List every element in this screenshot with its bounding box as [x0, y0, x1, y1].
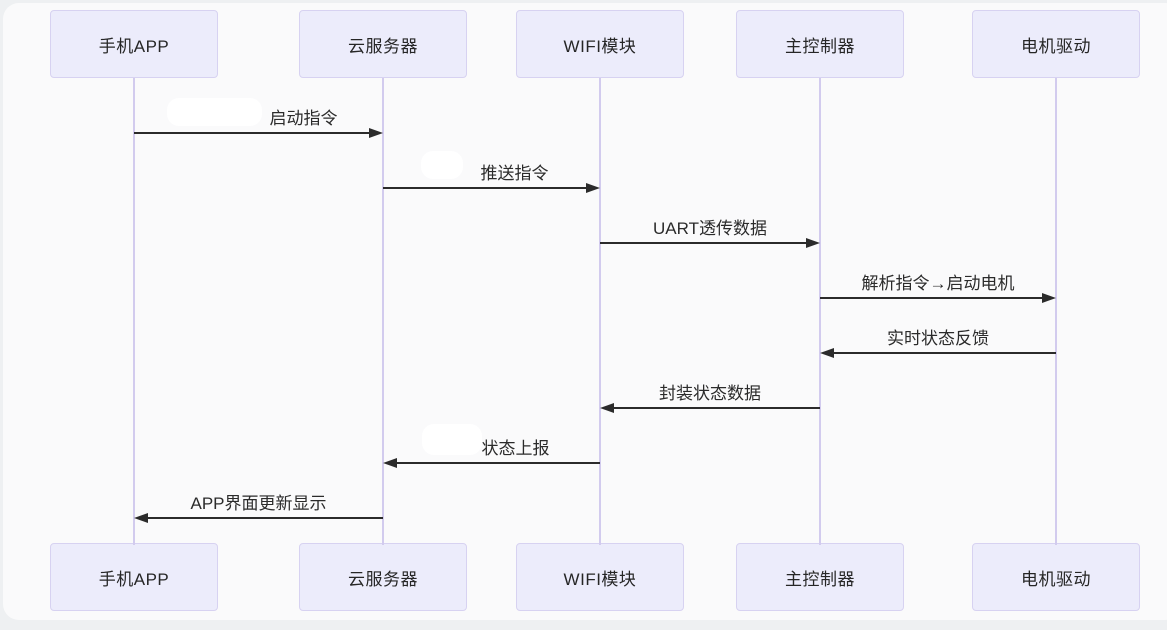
message-arrow-0: [134, 127, 383, 139]
redaction-patch: [167, 98, 262, 126]
actor-top-motor-driver: 电机驱动: [972, 10, 1140, 78]
arrow-line: [383, 187, 587, 189]
arrowhead-icon: [369, 128, 383, 138]
message-label: 启动指令: [269, 109, 338, 128]
arrowhead-icon: [806, 238, 820, 248]
arrow-line: [820, 297, 1043, 299]
message-label: 状态上报: [481, 439, 550, 458]
message-arrow-6: [383, 457, 600, 469]
arrowhead-icon: [383, 458, 397, 468]
actor-top-cloud-server: 云服务器: [299, 10, 467, 78]
actor-bottom-motor-driver: 电机驱动: [972, 543, 1140, 611]
message-label: 推送指令: [480, 164, 549, 183]
arrow-line: [134, 132, 370, 134]
arrowhead-icon: [586, 183, 600, 193]
actor-bottom-cloud-server: 云服务器: [299, 543, 467, 611]
actor-bottom-main-controller: 主控制器: [736, 543, 904, 611]
message-arrow-2: [600, 237, 820, 249]
arrowhead-icon: [134, 513, 148, 523]
lifeline-motor-driver: [1055, 78, 1057, 545]
message-label: APP界面更新显示: [190, 494, 327, 513]
arrow-line: [833, 352, 1056, 354]
arrow-line: [613, 407, 820, 409]
actor-top-phone-app: 手机APP: [50, 10, 218, 78]
arrowhead-icon: [600, 403, 614, 413]
message-arrow-4: [820, 347, 1056, 359]
arrowhead-icon: [1042, 293, 1056, 303]
arrow-line: [147, 517, 383, 519]
message-label: UART透传数据: [653, 219, 767, 238]
actor-bottom-phone-app: 手机APP: [50, 543, 218, 611]
message-arrow-3: [820, 292, 1056, 304]
lifeline-cloud-server: [382, 78, 384, 545]
actor-top-main-controller: 主控制器: [736, 10, 904, 78]
arrowhead-icon: [820, 348, 834, 358]
message-label: 解析指令→启动电机: [861, 274, 1015, 293]
message-label: 实时状态反馈: [887, 329, 989, 348]
redaction-patch: [422, 424, 482, 455]
message-arrow-1: [383, 182, 600, 194]
message-label: 封装状态数据: [659, 384, 761, 403]
actor-bottom-wifi-module: WIFI模块: [516, 543, 684, 611]
actor-top-wifi-module: WIFI模块: [516, 10, 684, 78]
message-arrow-7: [134, 512, 383, 524]
message-arrow-5: [600, 402, 820, 414]
lifeline-wifi-module: [599, 78, 601, 545]
lifeline-main-controller: [819, 78, 821, 545]
arrow-line: [396, 462, 600, 464]
arrow-line: [600, 242, 807, 244]
lifeline-phone-app: [133, 78, 135, 545]
redaction-patch: [421, 151, 463, 179]
